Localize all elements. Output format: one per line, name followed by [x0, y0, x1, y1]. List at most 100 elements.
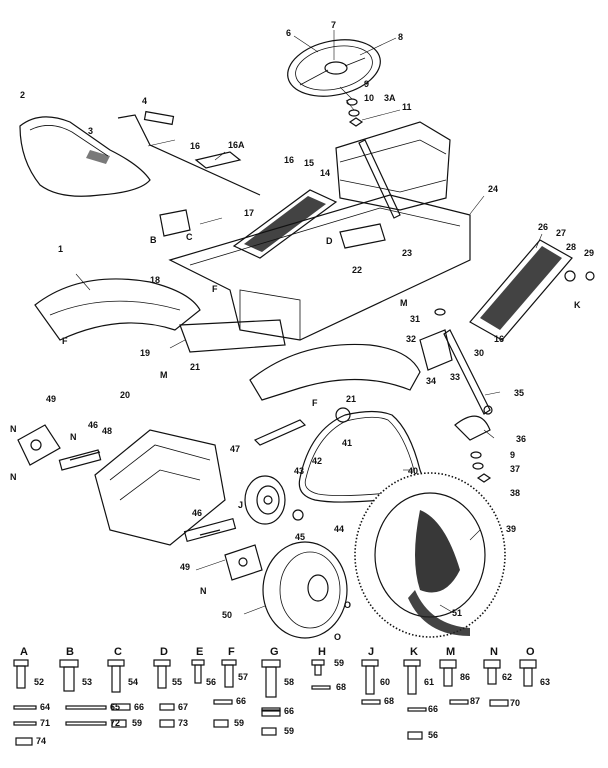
callout-17: 17 [244, 208, 254, 218]
seat-bracket [159, 151, 242, 237]
callout-48: 48 [102, 426, 112, 436]
letter-n1: N [10, 424, 17, 434]
hw-57: 57 [238, 672, 248, 682]
callout-numbers: 1 2 3 4 6 7 8 9 10 3A 11 14 15 16 16A 16… [20, 20, 594, 620]
hw-52: 52 [34, 677, 44, 687]
callout-16a: 16A [228, 140, 245, 150]
letter-n2: N [10, 472, 17, 482]
seat [19, 116, 151, 197]
callout-50: 50 [222, 610, 232, 620]
letter-f2: F [212, 284, 218, 294]
letter-o: O [344, 600, 351, 610]
hw-87: 87 [470, 696, 480, 706]
hardware-legend: A B C D E F G H J K M N O [13, 646, 550, 746]
hw-59c: 59 [284, 726, 294, 736]
legend-letter-k: K [410, 646, 418, 658]
callout-18: 18 [150, 275, 160, 285]
callout-28: 28 [566, 242, 576, 252]
callout-44: 44 [334, 524, 344, 534]
diagram-letters: C B F F D M K N N N N M O O F J [10, 232, 581, 642]
legend-letter-h: H [318, 646, 326, 658]
hw-72: 72 [110, 718, 120, 728]
callout-24: 24 [488, 184, 498, 194]
callout-1: 1 [58, 244, 63, 254]
callout-16c: 16 [494, 334, 504, 344]
letter-n4: N [200, 586, 207, 596]
legend-letter-o: O [526, 646, 535, 658]
hw-71: 71 [40, 718, 50, 728]
callout-45: 45 [295, 532, 305, 542]
callout-19: 19 [140, 348, 150, 358]
callout-30: 30 [474, 348, 484, 358]
legend-letter-d: D [160, 646, 168, 658]
callout-3: 3 [88, 126, 93, 136]
transaxle [58, 429, 237, 546]
callout-36: 36 [516, 434, 526, 444]
hw-53: 53 [82, 677, 92, 687]
callout-4: 4 [142, 96, 147, 106]
callout-8: 8 [398, 32, 403, 42]
hw-59a: 59 [132, 718, 142, 728]
hw-59: 59 [334, 658, 344, 668]
hw-55: 55 [172, 677, 182, 687]
callout-46b: 46 [192, 508, 202, 518]
callout-37: 37 [510, 464, 520, 474]
hw-74: 74 [36, 736, 46, 746]
letter-o2: O [334, 632, 341, 642]
tire-flap [408, 590, 470, 636]
legend-letter-a: A [20, 646, 28, 658]
callout-6: 6 [286, 28, 291, 38]
callout-32: 32 [406, 334, 416, 344]
hw-66d: 66 [284, 706, 294, 716]
callout-38: 38 [510, 488, 520, 498]
hw-65: 65 [110, 702, 120, 712]
callout-34: 34 [426, 376, 436, 386]
callout-51: 51 [452, 608, 462, 618]
callout-15: 15 [304, 158, 314, 168]
callout-14: 14 [320, 168, 330, 178]
callout-26: 26 [538, 222, 548, 232]
callout-11: 11 [402, 102, 412, 112]
legend-letter-f: F [228, 646, 235, 658]
letter-d: D [326, 236, 333, 246]
callout-41: 41 [342, 438, 352, 448]
hw-61: 61 [424, 677, 434, 687]
callout-33: 33 [450, 372, 460, 382]
hw-56b: 56 [428, 730, 438, 740]
callout-49: 49 [46, 394, 56, 404]
steering-bracket [419, 308, 453, 371]
callout-21b: 21 [346, 394, 356, 404]
callout-27: 27 [556, 228, 566, 238]
legend-letter-b: B [66, 646, 74, 658]
callout-16: 16 [190, 141, 200, 151]
letter-n3: N [70, 432, 77, 442]
pulley [244, 475, 286, 525]
callout-43: 43 [294, 466, 304, 476]
callout-49b: 49 [180, 562, 190, 572]
legend-letter-e: E [196, 646, 203, 658]
callout-9: 9 [364, 79, 369, 89]
hw-86: 86 [460, 672, 470, 682]
callout-2: 2 [20, 90, 25, 100]
rear-fender [34, 278, 201, 341]
hw-73: 73 [178, 718, 188, 728]
footrest-right [469, 239, 595, 341]
callout-35: 35 [514, 388, 524, 398]
callout-47: 47 [230, 444, 240, 454]
hw-68b: 68 [384, 696, 394, 706]
hw-67: 67 [178, 702, 188, 712]
callout-42: 42 [312, 456, 322, 466]
leader-lines [75, 30, 543, 615]
callout-20: 20 [120, 390, 130, 400]
legend-letter-m: M [446, 646, 455, 658]
callout-29: 29 [584, 248, 594, 258]
legend-letter-n: N [490, 646, 498, 658]
hw-54: 54 [128, 677, 138, 687]
callout-40: 40 [408, 466, 418, 476]
hub-left [17, 424, 61, 466]
dash-panel [335, 121, 451, 211]
letter-j: J [238, 500, 243, 510]
wheel-rim [262, 541, 348, 639]
callout-22: 22 [352, 265, 362, 275]
